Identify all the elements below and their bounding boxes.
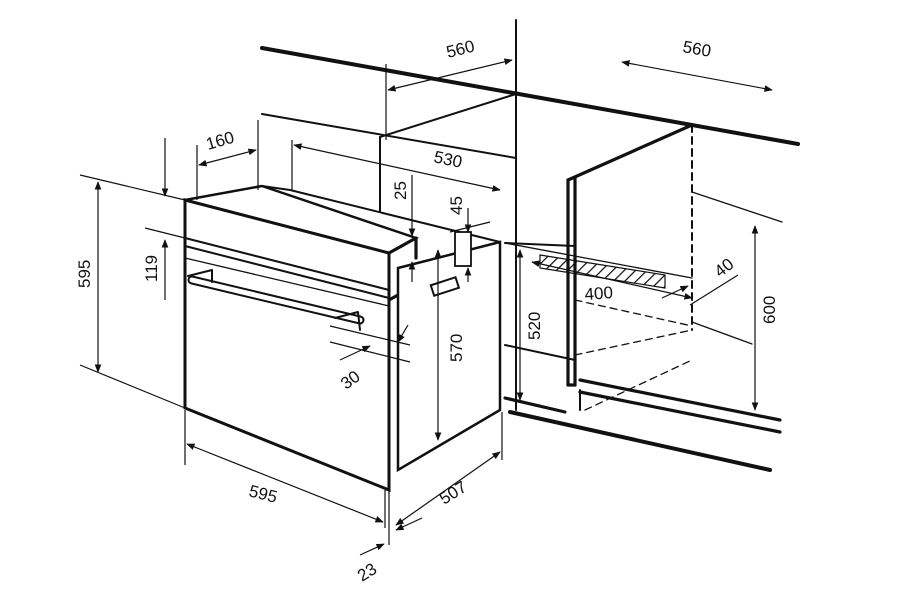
rear-vent-block bbox=[454, 231, 472, 267]
shelf-back bbox=[504, 242, 576, 247]
label-400: 400 bbox=[584, 283, 614, 304]
dimension-lines bbox=[79, 58, 773, 556]
oven-top-back bbox=[261, 185, 501, 243]
label-119: 119 bbox=[142, 255, 161, 282]
label-560-right: 560 bbox=[681, 37, 712, 61]
label-560-left: 560 bbox=[444, 37, 476, 62]
dim-560-left bbox=[387, 58, 513, 92]
oven-body bbox=[183, 184, 502, 493]
shelf-dashed-2 bbox=[574, 329, 693, 356]
floor-bottom-thick bbox=[508, 410, 772, 472]
dim-400 bbox=[531, 260, 693, 300]
niche-upper-line bbox=[261, 113, 517, 159]
countertop-edge bbox=[260, 46, 800, 146]
label-600: 600 bbox=[760, 296, 779, 324]
dim-23 bbox=[395, 517, 423, 531]
label-570: 570 bbox=[447, 334, 466, 362]
floor-left-thick bbox=[503, 396, 567, 414]
label-530: 530 bbox=[432, 147, 464, 171]
floor-right-1 bbox=[578, 378, 782, 422]
handle-bracket-left bbox=[187, 269, 213, 283]
control-panel-line-1 bbox=[184, 237, 390, 291]
floor-right-2 bbox=[578, 390, 782, 434]
dim-507 bbox=[395, 451, 501, 526]
label-520: 520 bbox=[525, 312, 544, 340]
dim-560-right bbox=[621, 60, 773, 92]
label-45: 45 bbox=[447, 196, 466, 215]
label-23: 23 bbox=[354, 559, 380, 585]
door-top-line bbox=[184, 257, 390, 307]
handle-bracket-right bbox=[334, 311, 361, 331]
right-panel-top bbox=[566, 123, 694, 182]
label-507: 507 bbox=[436, 477, 470, 508]
dim-595-width bbox=[186, 443, 384, 523]
dim-530 bbox=[293, 143, 501, 192]
label-595-width: 595 bbox=[247, 481, 279, 506]
left-wall-top bbox=[379, 93, 517, 138]
label-40: 40 bbox=[711, 255, 738, 282]
oven-side-panel-top bbox=[387, 236, 418, 260]
dim-160 bbox=[198, 148, 257, 167]
dim-30 bbox=[339, 345, 371, 361]
back-lower-line bbox=[691, 321, 753, 345]
shelf-dashed-3 bbox=[584, 359, 693, 411]
back-upper-line bbox=[691, 191, 783, 223]
control-panel-line-2 bbox=[184, 245, 390, 299]
label-25: 25 bbox=[391, 181, 410, 200]
shelf-dashed-1 bbox=[574, 299, 693, 327]
label-160: 160 bbox=[204, 128, 237, 154]
label-595-height: 595 bbox=[75, 260, 94, 288]
